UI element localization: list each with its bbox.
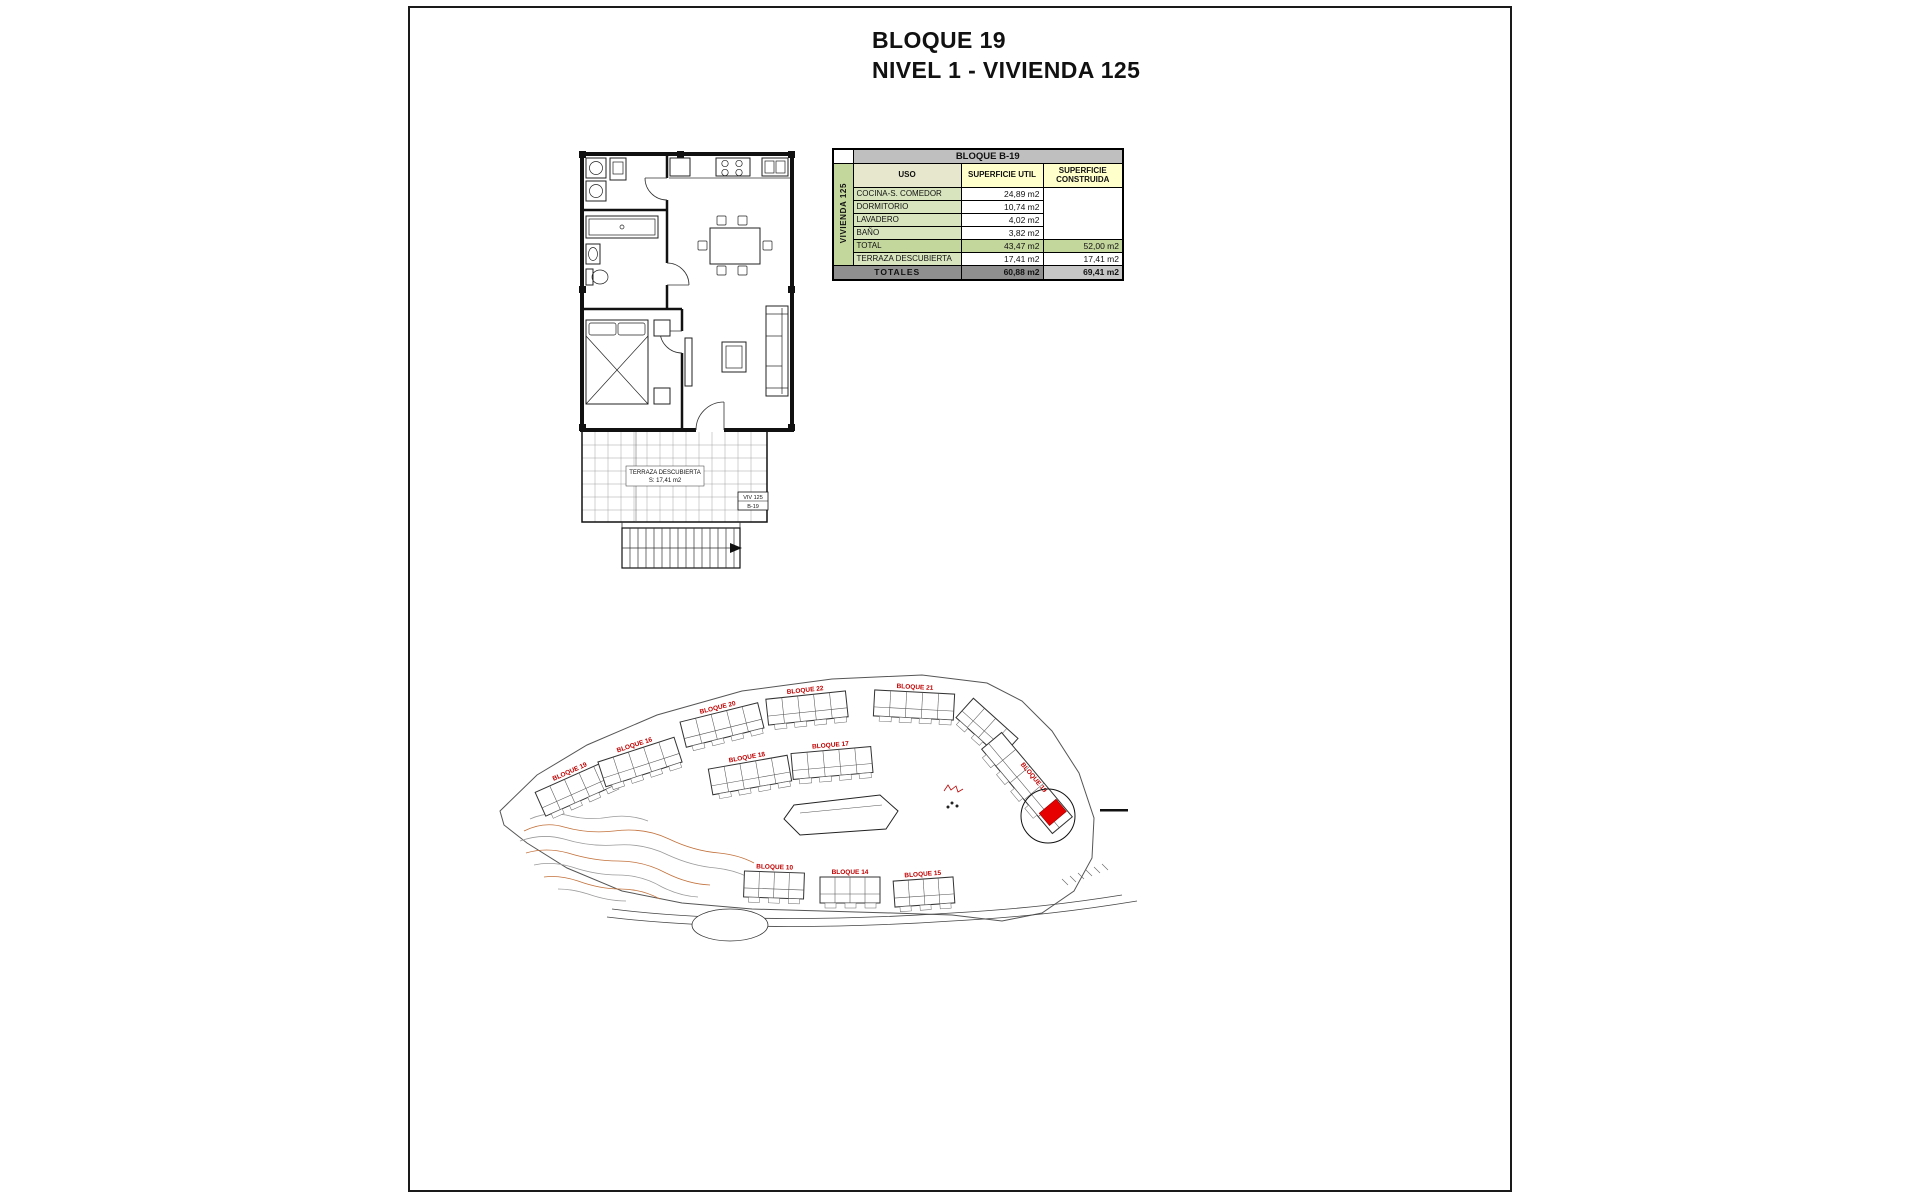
row-value-util: 10,74 m2 xyxy=(960,199,1044,214)
total-row: TOTAL 43,47 m2 52,00 m2 xyxy=(833,238,1124,253)
totales-row: TOTALES 60,88 m2 69,41 m2 xyxy=(832,264,1124,281)
surface-area-table: BLOQUE B-19 VIVIENDA 125 USO SUPERFICIE … xyxy=(832,148,1124,281)
scale-bar xyxy=(1100,809,1128,812)
bedroom-furniture xyxy=(585,319,693,405)
highlight-circle xyxy=(1020,788,1076,844)
terraza-row: TERRAZA DESCUBIERTA 17,41 m2 17,41 m2 xyxy=(833,251,1124,266)
terrace: TERRAZA DESCUBIERTA S: 17,41 m2 VIV 125 … xyxy=(581,432,769,523)
corner-cell xyxy=(833,149,854,164)
col-header-construida: SUPERFICIE CONSTRUIDA xyxy=(1042,162,1124,188)
vivienda-vertical-label: VIVIENDA 125 xyxy=(832,162,854,266)
total-construida: 52,00 m2 xyxy=(1042,238,1124,253)
interior-walls xyxy=(584,156,684,428)
block-label: BLOQUE 22 xyxy=(786,685,824,696)
row-value-util: 4,02 m2 xyxy=(960,212,1044,227)
table-row: BAÑO 3,82 m2 xyxy=(833,225,1123,240)
site-plan: BLOQUE 19 BLOQUE 16 BLOQUE 20 BLOQUE 22 … xyxy=(499,674,1138,942)
bath-sink xyxy=(585,243,601,265)
totales-construida: 69,41 m2 xyxy=(1042,264,1124,281)
col-header-util: SUPERFICIE UTIL xyxy=(960,162,1044,188)
laundry-fixtures xyxy=(585,157,627,202)
terrace-outline xyxy=(581,432,768,523)
cul-de-sac xyxy=(691,908,769,942)
unit-tag-line2: B-19 xyxy=(747,504,759,510)
unit-tag-line1: VIV 125 xyxy=(743,495,763,501)
terraza-construida: 17,41 m2 xyxy=(1042,251,1124,266)
block-header-cell: BLOQUE B-19 xyxy=(852,148,1124,164)
door-arcs xyxy=(644,177,690,354)
row-label: BAÑO xyxy=(852,225,962,240)
table-row: DORMITORIO 10,74 m2 xyxy=(833,199,1123,214)
terrace-label: TERRAZA DESCUBIERTA xyxy=(629,470,700,476)
bed xyxy=(585,319,649,405)
contour-lines xyxy=(519,813,755,902)
row-value-util: 24,89 m2 xyxy=(960,186,1044,201)
block-label: BLOQUE 14 xyxy=(832,869,869,876)
totales-util: 60,88 m2 xyxy=(960,264,1044,281)
construida-empty-cell xyxy=(1042,186,1124,240)
block-label: BLOQUE 17 xyxy=(812,740,850,750)
roads xyxy=(606,863,1138,942)
table-row: BLOQUE B-19 xyxy=(833,148,1124,164)
col-header-uso: USO xyxy=(852,162,962,188)
title-line-2: NIVEL 1 - VIVIENDA 125 xyxy=(872,56,1141,83)
highlighted-unit xyxy=(1038,798,1067,826)
totales-label: TOTALES xyxy=(832,264,962,281)
site-boundary xyxy=(499,674,1095,922)
dining-table xyxy=(709,227,761,265)
total-label: TOTAL xyxy=(852,238,962,253)
pool xyxy=(783,794,899,836)
floor-plan: TERRAZA DESCUBIERTA S: 17,41 m2 VIV 125 … xyxy=(579,151,795,569)
stove xyxy=(715,157,751,177)
table-row: VIVIENDA 125 USO SUPERFICIE UTIL SUPERFI… xyxy=(832,162,1124,266)
row-label: DORMITORIO xyxy=(852,199,962,214)
bathroom-fixtures xyxy=(585,215,659,286)
block-label: BLOQUE 21 xyxy=(896,683,934,692)
title-line-1: BLOQUE 19 xyxy=(872,27,1006,53)
tv-unit xyxy=(684,337,693,387)
toilet xyxy=(585,268,594,286)
stairs xyxy=(621,522,742,569)
block-label: BLOQUE 15 xyxy=(904,870,942,880)
terraza-util: 17,41 m2 xyxy=(960,251,1044,266)
terraza-label: TERRAZA DESCUBIERTA xyxy=(852,251,962,266)
terrace-area: S: 17,41 m2 xyxy=(649,478,682,484)
block-label: BLOQUE 10 xyxy=(756,863,793,871)
terrace-door-arc xyxy=(695,401,725,431)
parking-ticks xyxy=(1061,863,1109,886)
kitchen-counter xyxy=(669,157,790,179)
nightstand xyxy=(653,319,671,337)
shower xyxy=(585,215,659,239)
terrace-label-box xyxy=(625,465,705,487)
coffee-table xyxy=(721,341,747,373)
living-furniture xyxy=(697,215,789,397)
sofa xyxy=(765,305,789,397)
red-marker-scribble xyxy=(943,784,964,793)
table-row: COCINA-S. COMEDOR 24,89 m2 xyxy=(833,186,1124,240)
stairs-direction-arrow xyxy=(730,543,742,553)
nightstand xyxy=(653,387,671,405)
total-util: 43,47 m2 xyxy=(960,238,1044,253)
buildings xyxy=(534,689,1073,913)
row-label: COCINA-S. COMEDOR xyxy=(852,186,962,201)
structural-columns xyxy=(579,151,795,431)
row-label: LAVADERO xyxy=(852,212,962,227)
kitchen-sink xyxy=(761,157,789,177)
row-value-util: 3,82 m2 xyxy=(960,225,1044,240)
sheet-title: BLOQUE 19 NIVEL 1 - VIVIENDA 125 xyxy=(872,26,1140,86)
plan-sheet: BLOQUE 19 NIVEL 1 - VIVIENDA 125 BLOQUE … xyxy=(408,6,1512,1192)
